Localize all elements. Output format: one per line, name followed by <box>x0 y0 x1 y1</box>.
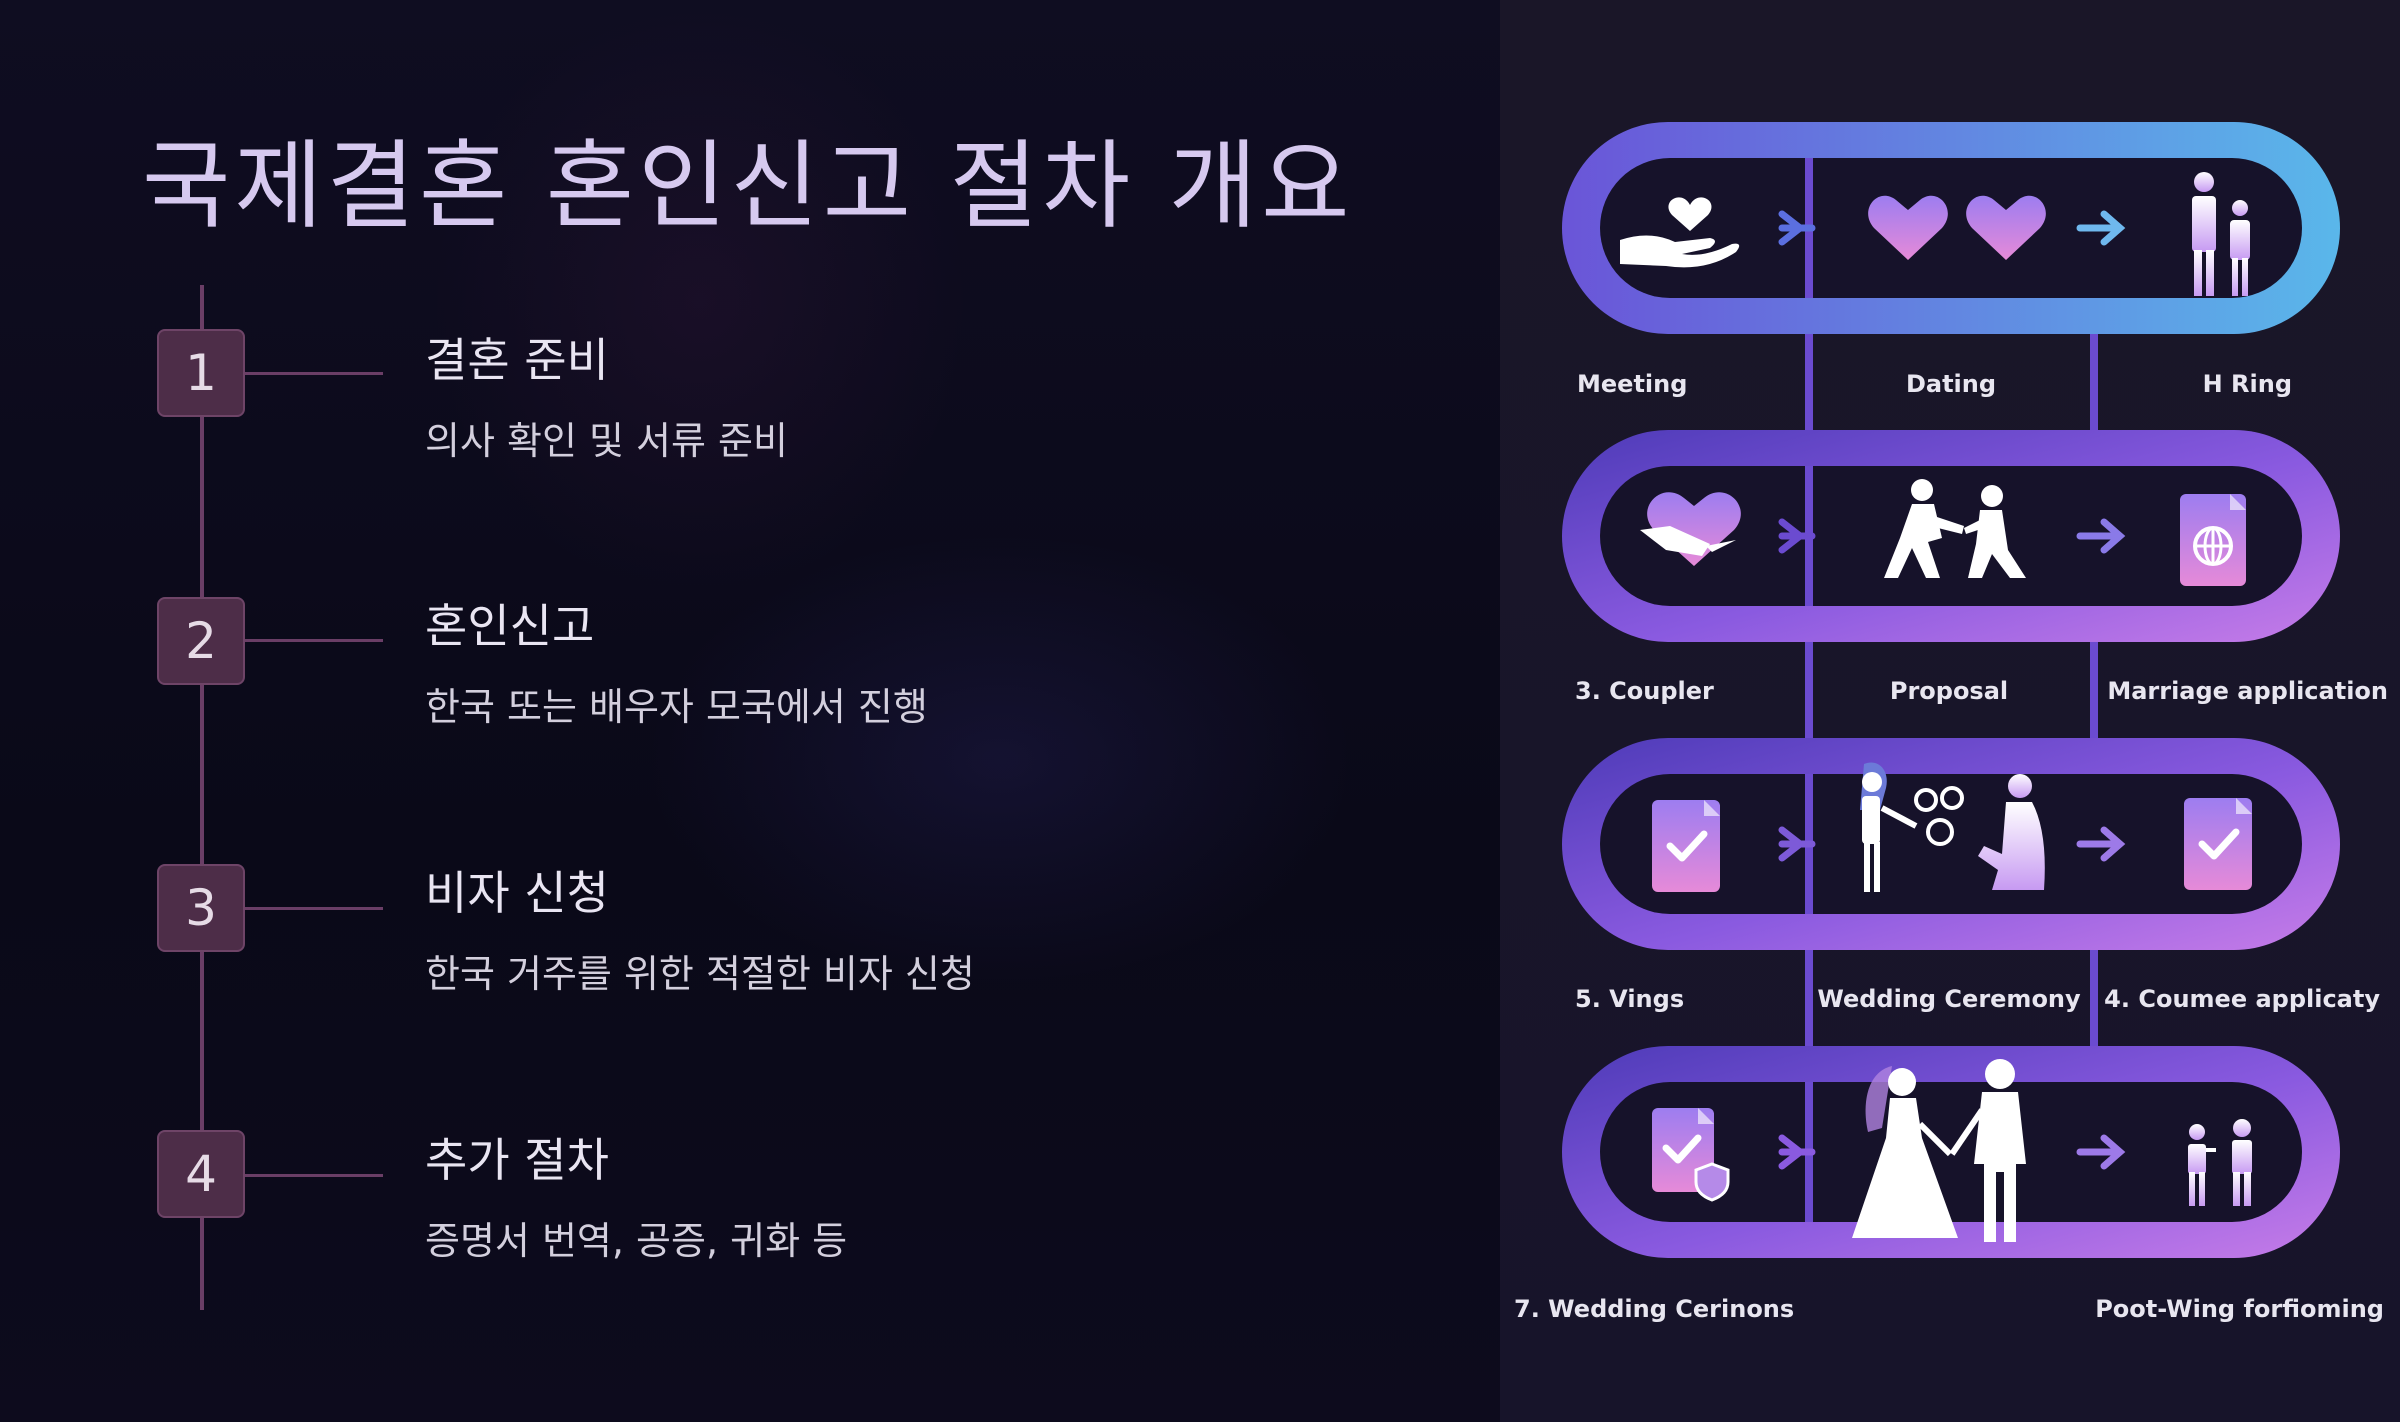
caption-h-ring: H Ring <box>2202 370 2292 398</box>
timeline-line <box>200 285 204 1310</box>
caption-coupler: 3. Coupler <box>1575 677 1714 705</box>
step-4-title: 추가 절차 <box>425 1133 609 1187</box>
two-hearts-icon <box>1868 195 2046 260</box>
step-4-desc: 증명서 번역, 공증, 귀화 등 <box>425 1219 848 1263</box>
caption-poot-wing: Poot-Wing forfioming <box>2095 1295 2384 1323</box>
vertical-connectors <box>1805 150 2098 1230</box>
ring-exchange-icon <box>1860 762 2045 892</box>
step-2-connector <box>245 639 383 642</box>
page-title: 국제결혼 혼인신고 절차 개요 <box>142 130 1354 242</box>
content-panel: 국제결혼 혼인신고 절차 개요 1 결혼 준비 의사 확인 및 서류 준비 2 … <box>0 0 1500 1422</box>
step-2-badge: 2 <box>157 597 245 685</box>
step-1-desc: 의사 확인 및 서류 준비 <box>425 419 788 463</box>
document-shield-icon <box>1652 1108 1730 1202</box>
caption-vings: 5. Vings <box>1575 985 1685 1013</box>
caption-wedding-cerinons: 7. Wedding Cerinons <box>1514 1295 1795 1323</box>
step-1-badge: 1 <box>157 329 245 417</box>
step-3-desc: 한국 거주를 위한 적절한 비자 신청 <box>425 952 975 996</box>
document-check-icon <box>1652 800 1720 892</box>
step-3-connector <box>245 907 383 910</box>
step-2-desc: 한국 또는 배우자 모국에서 진행 <box>425 685 928 729</box>
flow-row-4 <box>1562 1046 2340 1258</box>
caption-proposal: Proposal <box>1889 677 2009 705</box>
step-3-badge: 3 <box>157 864 245 952</box>
kneeling-proposal-icon <box>1884 479 2026 578</box>
caption-wedding-ceremony: Wedding Ceremony <box>1817 985 2081 1013</box>
family-icon <box>2188 1119 2252 1206</box>
flow-row-1 <box>1562 122 2340 334</box>
couple-icon <box>2192 172 2250 296</box>
step-1-connector <box>245 372 383 375</box>
step-1-title: 결혼 준비 <box>425 333 609 387</box>
caption-dating: Dating <box>1905 370 1997 398</box>
caption-meeting: Meeting <box>1577 370 1688 398</box>
flow-row-3 <box>1562 738 2340 950</box>
caption-coumee-applicaty: 4. Coumee applicaty <box>2104 985 2380 1013</box>
wedding-flow-infographic <box>1562 122 2340 1258</box>
step-4-badge: 4 <box>157 1130 245 1218</box>
passport-globe-icon <box>2180 494 2246 586</box>
document-check-icon <box>2184 798 2252 890</box>
caption-marriage-application: Marriage application <box>2107 677 2388 705</box>
bride-groom-icon <box>1852 1059 2026 1242</box>
heart-hand-icon <box>1620 197 1740 268</box>
step-2-title: 혼인신고 <box>425 599 595 653</box>
handshake-heart-icon <box>1640 492 1741 566</box>
step-3-title: 비자 신청 <box>425 866 609 920</box>
step-4-connector <box>245 1174 383 1177</box>
flow-row-2 <box>1562 430 2340 642</box>
